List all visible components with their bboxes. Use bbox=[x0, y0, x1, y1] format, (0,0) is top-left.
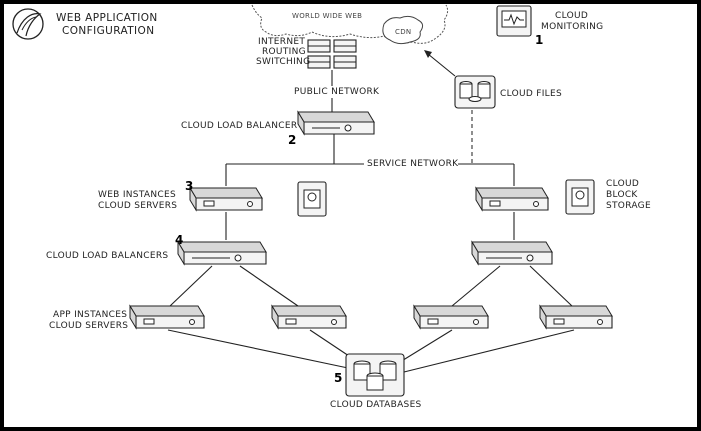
step-number-5: 5 bbox=[334, 371, 342, 385]
cloud-databases-label: CLOUD DATABASES bbox=[330, 400, 422, 410]
title-line2: CONFIGURATION bbox=[62, 25, 154, 37]
cloud-load-balancer-left-icon bbox=[177, 240, 267, 266]
cloud-monitoring-label-1: CLOUD bbox=[555, 11, 588, 21]
app1-to-db-line bbox=[167, 329, 349, 369]
block-storage-right-icon bbox=[565, 179, 595, 215]
block-storage-label-3: STORAGE bbox=[606, 201, 651, 211]
cloud-monitoring-icon bbox=[496, 5, 532, 37]
web-instances-label-1: WEB INSTANCES bbox=[98, 190, 176, 200]
public-network-label-bg bbox=[292, 86, 383, 98]
app-server-2-icon bbox=[271, 304, 347, 330]
internet-label-3: SWITCHING bbox=[256, 57, 310, 67]
cloud-load-balancers-label: CLOUD LOAD BALANCERS bbox=[46, 251, 168, 261]
service-network-label: SERVICE NETWORK bbox=[367, 159, 459, 169]
service-network-label-bg bbox=[364, 157, 458, 169]
block-storage-left-icon bbox=[297, 181, 327, 217]
cloud-files-label: CLOUD FILES bbox=[500, 89, 562, 99]
cloud-databases-icon bbox=[345, 353, 405, 397]
web-server-left-icon bbox=[189, 186, 263, 212]
block-storage-label-2: BLOCK bbox=[606, 190, 638, 200]
arrowhead-icon bbox=[424, 50, 432, 58]
cloud-files-to-cdn-arrow bbox=[427, 53, 456, 77]
internet-label-1: INTERNET bbox=[258, 37, 305, 47]
block-storage-label-1: CLOUD bbox=[606, 179, 639, 189]
internet-switch-stack-icon bbox=[307, 39, 357, 69]
step-number-3: 3 bbox=[185, 179, 193, 193]
cloud-monitoring-label-2: MONITORING bbox=[541, 22, 603, 32]
app-instances-label-2: CLOUD SERVERS bbox=[49, 321, 128, 331]
logo-icon bbox=[12, 8, 44, 40]
app-instances-label-1: APP INSTANCES bbox=[53, 310, 127, 320]
cloud-load-balancer-label: CLOUD LOAD BALANCER bbox=[181, 121, 297, 131]
app-server-3-icon bbox=[413, 304, 489, 330]
world-wide-web-cloud bbox=[251, 4, 449, 45]
web-server-right-icon bbox=[475, 186, 549, 212]
public-network-label: PUBLIC NETWORK bbox=[294, 87, 380, 97]
cloud-files-icon bbox=[454, 75, 496, 109]
lb-left-to-app2-line bbox=[239, 265, 299, 307]
app4-to-db-line bbox=[403, 329, 575, 373]
step-number-1: 1 bbox=[535, 33, 543, 47]
cloud-load-balancer-device-icon bbox=[297, 110, 375, 136]
internet-label-2: ROUTING bbox=[262, 47, 306, 57]
app3-to-db-line bbox=[399, 329, 453, 363]
app2-to-db-line bbox=[309, 329, 353, 359]
web-instances-label-2: CLOUD SERVERS bbox=[98, 201, 177, 211]
app-server-1-icon bbox=[129, 304, 205, 330]
step-number-4: 4 bbox=[175, 233, 183, 247]
app-server-4-icon bbox=[539, 304, 613, 330]
cloud-load-balancer-right-icon bbox=[471, 240, 553, 266]
step-number-2: 2 bbox=[288, 133, 296, 147]
www-label: WORLD WIDE WEB bbox=[292, 12, 362, 20]
lb-left-to-app1-line bbox=[169, 265, 213, 307]
cdn-label: CDN bbox=[395, 28, 411, 36]
lb-right-to-app4-line bbox=[529, 265, 573, 307]
title-line1: WEB APPLICATION bbox=[56, 12, 158, 24]
lb-right-to-app3-line bbox=[451, 265, 501, 307]
